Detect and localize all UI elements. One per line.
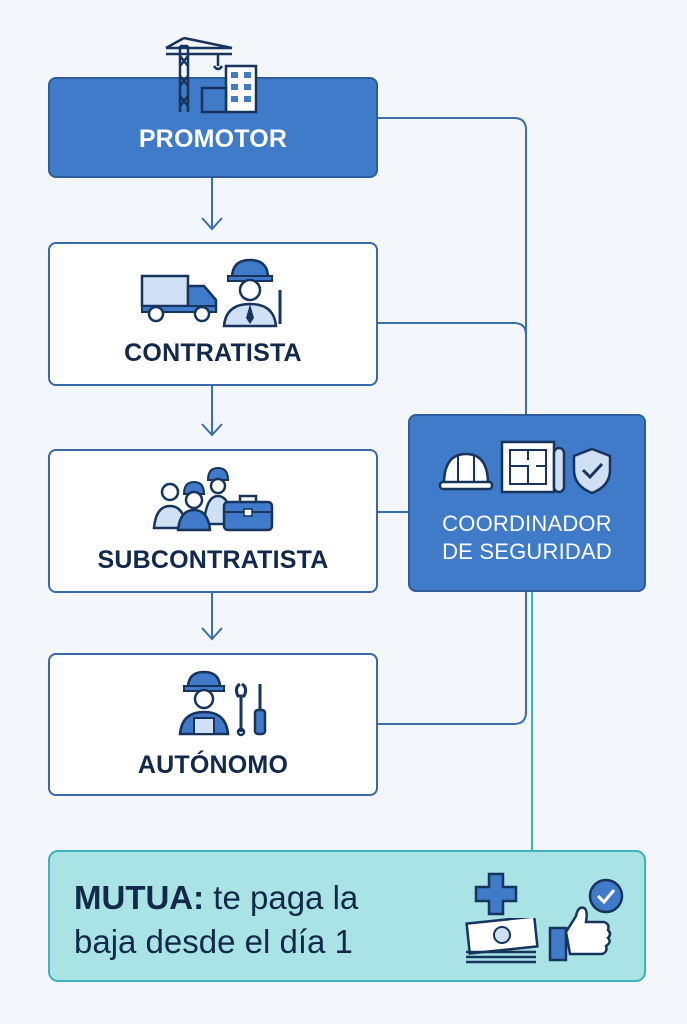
line-promotor-coordinador [378, 117, 527, 414]
contratista-label: CONTRATISTA [124, 339, 302, 367]
line-contratista-coordinador [378, 322, 527, 414]
mutua-bold: MUTUA: [74, 879, 205, 916]
mutua-banner: MUTUA: te paga la baja desde el día 1 [48, 850, 646, 982]
helmet-icon [438, 452, 494, 491]
toolbox-icon [222, 494, 274, 532]
promotor-label: PROMOTOR [138, 125, 288, 153]
mutua-line2: baja desde el día 1 [74, 923, 353, 960]
contratista-node: CONTRATISTA [48, 242, 378, 386]
money-icon [465, 918, 539, 964]
autonomo-label: AUTÓNOMO [137, 751, 289, 779]
coordinador-label-line1: COORDINADOR [442, 511, 612, 536]
worker-icon [178, 670, 230, 736]
line-autonomo-coordinador [378, 592, 527, 725]
thumbs-up-icon [548, 878, 624, 962]
blueprint-icon [500, 440, 566, 494]
subcontratista-label: SUBCONTRATISTA [97, 546, 329, 574]
worker-icon [222, 258, 282, 328]
shield-check-icon [572, 447, 612, 495]
wrench-screwdriver-icon [234, 682, 267, 737]
medical-cross-icon [474, 872, 518, 916]
mutua-line1-rest: te paga la [204, 879, 359, 916]
mutua-text: MUTUA: te paga la baja desde el día 1 [74, 876, 474, 964]
crane-building-icon [165, 36, 258, 114]
team-icon [152, 466, 234, 532]
truck-icon [140, 274, 218, 323]
coordinador-label-line2: DE SEGURIDAD [442, 539, 612, 564]
